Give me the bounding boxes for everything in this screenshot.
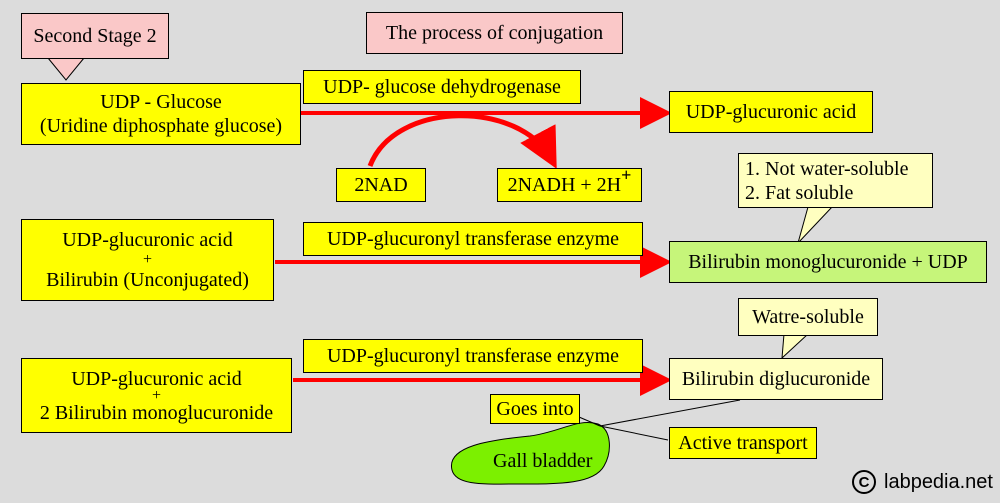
stage-callout-text: Second Stage 2	[33, 25, 157, 47]
gall-bladder-label: Gall bladder	[493, 450, 593, 472]
cofactor-in-box: 2NAD	[336, 168, 426, 202]
cofactor-out-text: 2NADH + 2H	[507, 174, 622, 196]
copyright-icon: C	[852, 470, 876, 494]
copyright-text: labpedia.net	[884, 470, 993, 493]
step2-product-text: Bilirubin monoglucuronide + UDP	[688, 251, 968, 273]
step2-input-line2: Bilirubin (Unconjugated)	[46, 269, 249, 291]
stage-callout: Second Stage 2	[21, 13, 169, 59]
step3-product-text: Bilirubin diglucuronide	[681, 368, 871, 390]
note1-callout-pointer	[797, 206, 833, 244]
connector-diglucuronide-gb	[599, 399, 741, 427]
step2-input-line1: UDP-glucuronic acid	[62, 229, 233, 251]
step1-product-text: UDP-glucuronic acid	[685, 101, 857, 123]
connector-gb-active-transport	[599, 425, 669, 441]
note2-callout-pointer	[781, 333, 809, 360]
step2-enzyme-box: UDP-glucuronyl transferase enzyme	[303, 222, 643, 256]
diagram-title: The process of conjugation	[366, 12, 623, 54]
step3-input-box: UDP-glucuronic acid + 2 Bilirubin monogl…	[21, 358, 292, 433]
note2-callout: Watre-soluble	[738, 298, 878, 336]
note1-line2: 2. Fat soluble	[745, 181, 854, 204]
step2-product-box: Bilirubin monoglucuronide + UDP	[669, 241, 987, 283]
step1-product-box: UDP-glucuronic acid	[669, 91, 873, 133]
diagram-title-text: The process of conjugation	[385, 22, 604, 44]
cofactor-out-label: 2NADH + 2H+	[507, 166, 632, 197]
stage-callout-pointer	[47, 57, 85, 81]
step2-input-plus: +	[142, 251, 153, 268]
step1-input-line2: (Uridine diphosphate glucose)	[39, 115, 283, 137]
arrow-nad-curve	[367, 113, 557, 169]
goes-into-label: Goes into	[490, 394, 580, 424]
active-transport-text: Active transport	[678, 432, 808, 454]
step3-product-box: Bilirubin diglucuronide	[669, 358, 883, 400]
note2-text: Watre-soluble	[752, 306, 864, 328]
step1-enzyme-box: UDP- glucose dehydrogenase	[303, 70, 581, 104]
step3-input-plus: +	[151, 386, 162, 404]
step2-input-box: UDP-glucuronic acid + Bilirubin (Unconju…	[21, 219, 274, 301]
cofactor-out-box: 2NADH + 2H+	[497, 166, 642, 202]
active-transport-label: Active transport	[669, 427, 817, 459]
step1-input-box: UDP - Glucose (Uridine diphosphate gluco…	[21, 83, 301, 145]
step3-enzyme-text: UDP-glucuronyl transferase enzyme	[326, 345, 620, 367]
note1-line1: 1. Not water-soluble	[745, 157, 909, 180]
gall-bladder-shape	[451, 422, 610, 485]
step3-input-line2: 2 Bilirubin monoglucuronide	[39, 401, 274, 424]
step3-enzyme-box: UDP-glucuronyl transferase enzyme	[303, 339, 643, 373]
goes-into-text: Goes into	[496, 398, 574, 420]
note1-callout: 1. Not water-soluble 2. Fat soluble	[738, 153, 933, 208]
copyright-watermark: C labpedia.net	[852, 470, 993, 494]
cofactor-out-superscript: +	[621, 165, 632, 185]
step2-enzyme-text: UDP-glucuronyl transferase enzyme	[326, 228, 620, 250]
cofactor-in-text: 2NAD	[354, 174, 408, 196]
step3-input-line1: UDP-glucuronic acid	[71, 367, 242, 390]
step1-enzyme-text: UDP- glucose dehydrogenase	[323, 76, 561, 98]
step1-input-line1: UDP - Glucose	[100, 91, 222, 113]
